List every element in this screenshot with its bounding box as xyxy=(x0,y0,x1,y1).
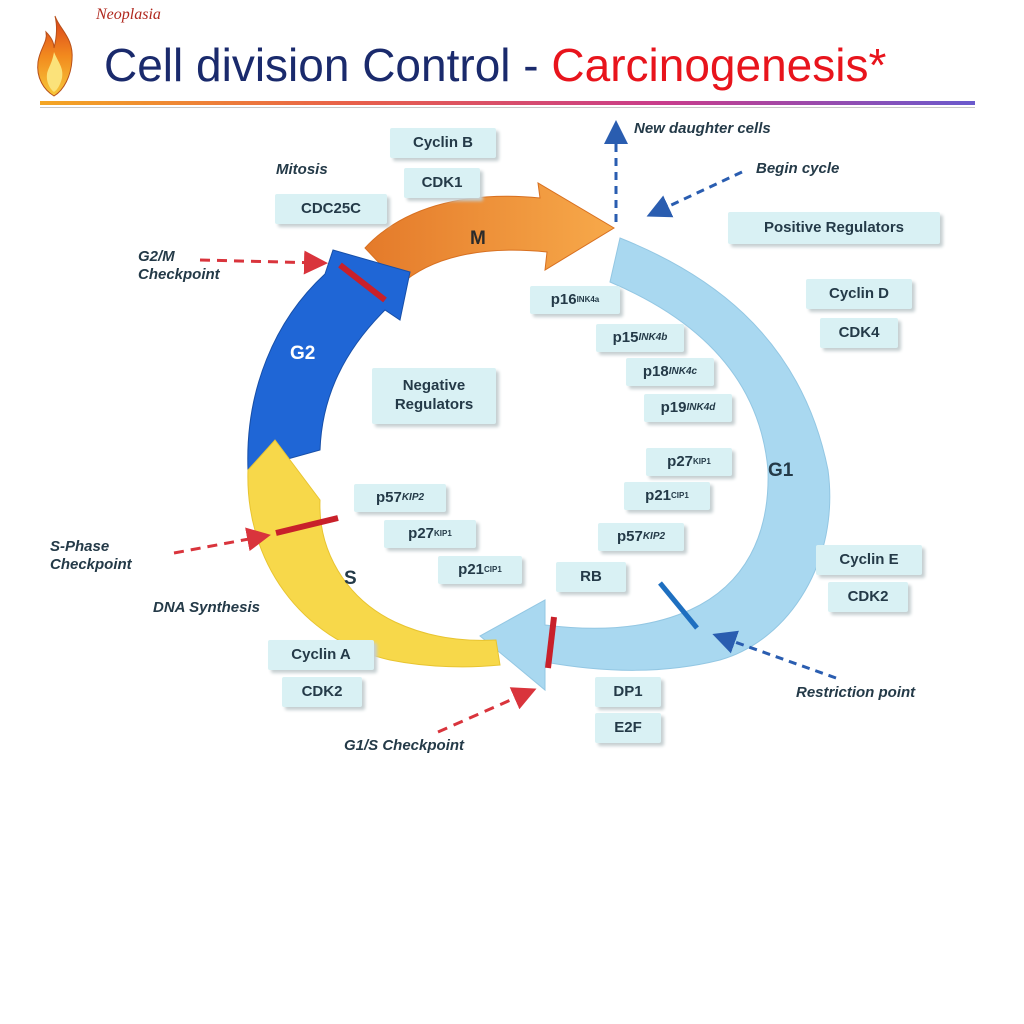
m-phase-arc xyxy=(364,182,615,286)
new-daughter-cells-label: New daughter cells xyxy=(634,120,771,137)
restriction-point-mark xyxy=(658,581,699,630)
mitosis-label: Mitosis xyxy=(276,161,328,178)
title-main: Cell division Control - xyxy=(104,39,552,91)
s-phase-checkpoint-arrow xyxy=(173,527,271,555)
begin-cycle-label: Begin cycle xyxy=(756,160,840,177)
g1s-checkpoint-arrow xyxy=(437,687,537,734)
regulator-dp1: DP1 xyxy=(595,677,661,707)
regulator-cyclin-b: Cyclin B xyxy=(390,128,496,158)
g1-phase-arc xyxy=(479,237,831,692)
regulator-cyclin-d: Cyclin D xyxy=(806,279,912,309)
dna-synthesis-label: DNA Synthesis xyxy=(153,599,260,616)
title-accent: Carcinogenesis* xyxy=(551,39,887,91)
restriction-point-arrow xyxy=(712,630,837,680)
s-phase-arc xyxy=(247,439,501,668)
regulator-rb: RB xyxy=(556,562,626,592)
regulator-e2f: E2F xyxy=(595,713,661,743)
page-title: Cell division Control - Carcinogenesis* xyxy=(104,38,886,92)
s-phase-checkpoint-mark xyxy=(275,515,339,536)
g1s-checkpoint-label: G1/S Checkpoint xyxy=(344,737,465,754)
phase-label-g2: G2 xyxy=(290,343,316,364)
begin-cycle-arrow xyxy=(646,170,743,218)
regulator-cdk1: CDK1 xyxy=(404,168,480,198)
title-divider xyxy=(40,101,975,105)
phase-label-g1: G1 xyxy=(768,460,794,481)
regulator-cdk2-g1s: CDK2 xyxy=(828,582,908,612)
g2-phase-arc xyxy=(247,249,411,471)
g1s-checkpoint-mark xyxy=(545,616,557,669)
phase-label-s: S xyxy=(344,568,357,589)
title-divider-shadow xyxy=(40,107,975,108)
regulator-cdk2-s: CDK2 xyxy=(282,677,362,707)
positive-regulators-heading: Positive Regulators xyxy=(728,212,940,244)
g2m-checkpoint-arrow xyxy=(199,250,328,275)
s-phase-checkpoint-label: S-Phase Checkpoint xyxy=(50,538,132,573)
regulator-cdc25c: CDC25C xyxy=(275,194,387,224)
flame-icon xyxy=(37,15,73,97)
restriction-point-label: Restriction point xyxy=(796,684,916,701)
topic-label: Neoplasia xyxy=(96,6,161,23)
regulator-cdk4: CDK4 xyxy=(820,318,898,348)
regulator-cyclin-a: Cyclin A xyxy=(268,640,374,670)
regulator-cyclin-e: Cyclin E xyxy=(816,545,922,575)
g2m-checkpoint-mark xyxy=(338,262,387,303)
g2m-checkpoint-label: G2/M Checkpoint xyxy=(138,248,220,283)
negative-regulators-heading: Negative Regulators xyxy=(372,368,496,424)
phase-label-m: M xyxy=(470,228,486,249)
